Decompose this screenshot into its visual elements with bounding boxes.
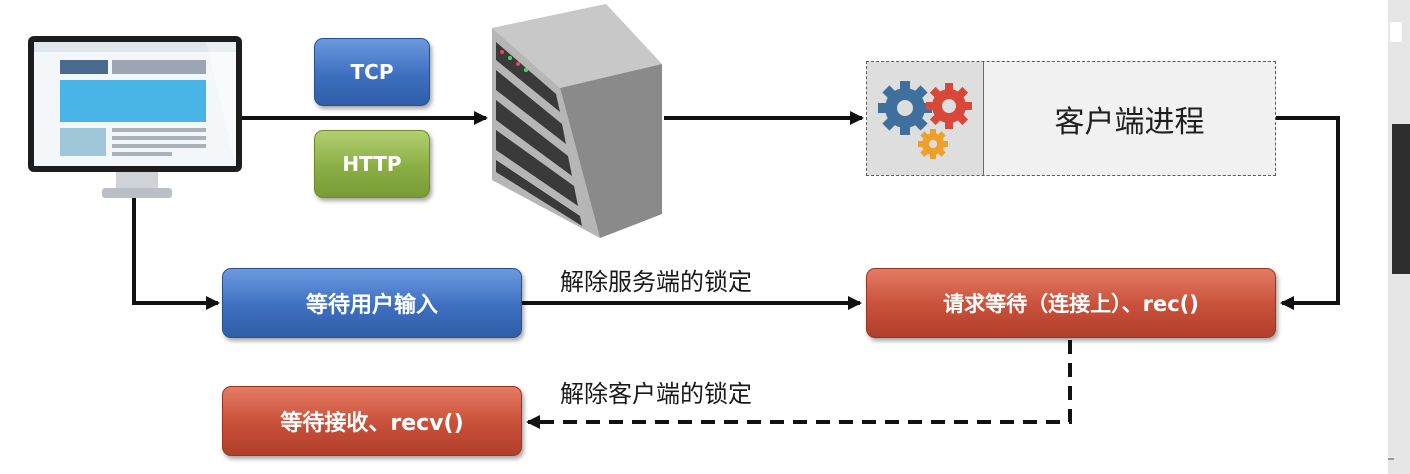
wait-receive-label: 等待接收、recv() bbox=[280, 411, 464, 436]
client-process-label: 客户端进程 bbox=[1054, 104, 1205, 140]
tcp-node: TCP bbox=[314, 38, 430, 106]
http-label: HTTP bbox=[342, 152, 402, 176]
arrow-monitor-to-input bbox=[132, 198, 220, 310]
edge-tick bbox=[1388, 458, 1394, 460]
right-edge-strip bbox=[1388, 0, 1410, 474]
wait-user-input-box: 等待用户输入 bbox=[222, 268, 522, 338]
dashed-arrow-request-to-receive bbox=[526, 340, 1072, 429]
unlock-client-label: 解除客户端的锁定 bbox=[560, 380, 752, 408]
arrow-process-to-request bbox=[1276, 116, 1340, 310]
unlock-server-label: 解除服务端的锁定 bbox=[560, 268, 752, 296]
edge-highlight bbox=[1390, 22, 1402, 42]
tcp-label: TCP bbox=[350, 60, 394, 84]
wait-user-input-label: 等待用户输入 bbox=[305, 293, 438, 318]
http-node: HTTP bbox=[314, 130, 430, 198]
computer-monitor-icon bbox=[28, 36, 242, 198]
edge-dark-bar bbox=[1392, 124, 1410, 274]
client-process-box: 客户端进程 bbox=[866, 61, 1276, 176]
request-wait-label: 请求等待（连接上）、rec() bbox=[943, 292, 1199, 316]
gears-icon bbox=[867, 62, 984, 175]
server-rack-icon bbox=[492, 4, 662, 238]
wait-receive-box: 等待接收、recv() bbox=[222, 386, 522, 456]
request-wait-box: 请求等待（连接上）、rec() bbox=[866, 268, 1276, 338]
